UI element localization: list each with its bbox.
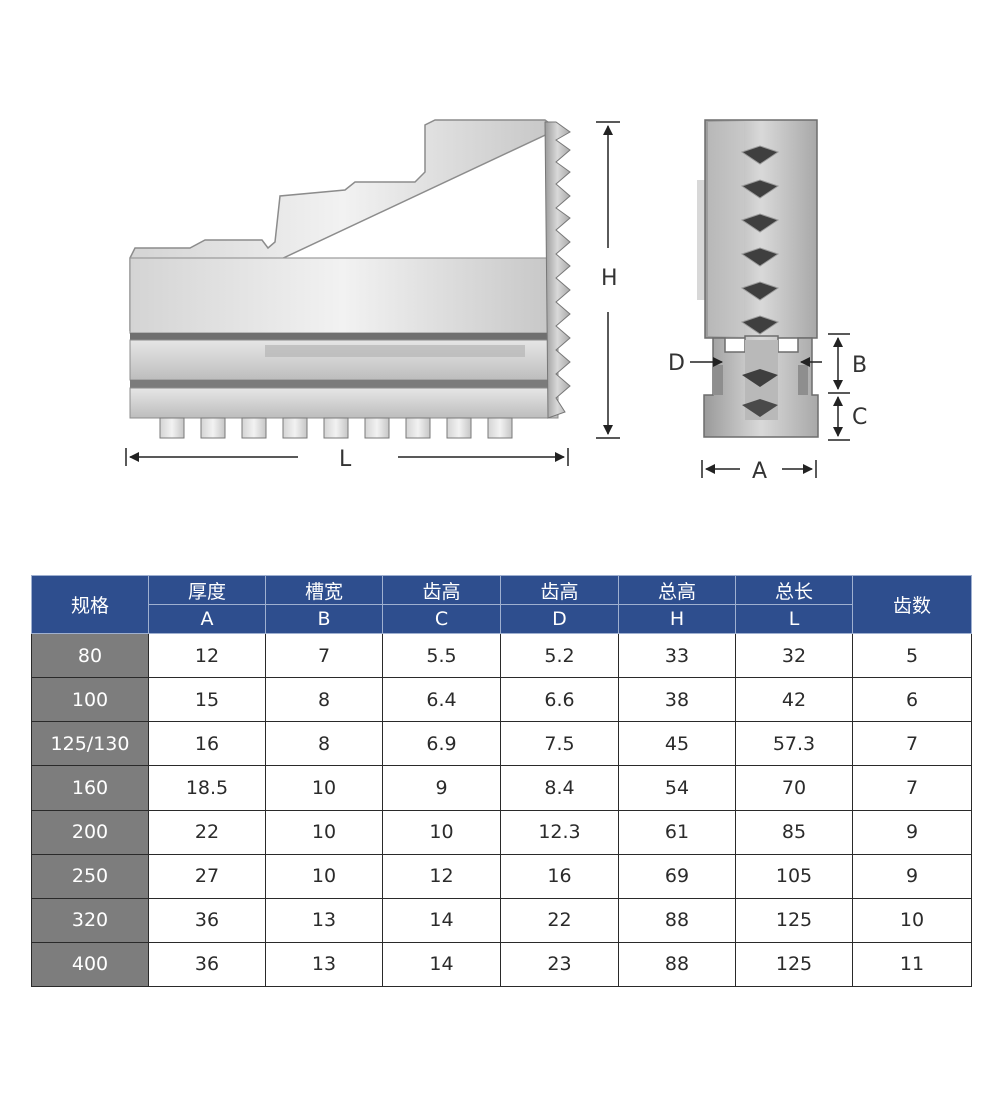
header-tooth-height-d: 齿高: [500, 575, 619, 605]
cell-tooth-height-c: 9: [382, 765, 501, 811]
label-d: D: [668, 351, 685, 376]
label-h: H: [601, 266, 618, 291]
header-code-b: B: [265, 604, 383, 634]
header-code-a: A: [148, 604, 266, 634]
cell-tooth-height-d: 7.5: [500, 721, 619, 767]
cell-tooth-count: 11: [852, 941, 972, 988]
cell-total-height-h: 69: [618, 853, 736, 899]
cell-tooth-count: 10: [852, 897, 972, 943]
cell-thickness-a: 18.5: [148, 765, 266, 811]
cell-total-length-l: 57.3: [735, 721, 853, 767]
cell-total-length-l: 42: [735, 677, 853, 723]
cell-spec: 400: [31, 941, 149, 988]
cell-slot-width-b: 7: [265, 632, 383, 679]
jaw-end-view: [697, 119, 819, 438]
header-total-length: 总长: [735, 575, 853, 605]
cell-total-height-h: 38: [618, 677, 736, 723]
cell-slot-width-b: 10: [265, 809, 383, 855]
cell-tooth-height-d: 23: [500, 941, 619, 988]
cell-total-height-h: 45: [618, 721, 736, 767]
cell-slot-width-b: 13: [265, 941, 383, 988]
cell-spec: 160: [31, 765, 149, 811]
cell-slot-width-b: 10: [265, 765, 383, 811]
cell-thickness-a: 12: [148, 632, 266, 679]
cell-total-height-h: 61: [618, 809, 736, 855]
label-b: B: [852, 353, 867, 378]
cell-tooth-count: 6: [852, 677, 972, 723]
cell-thickness-a: 22: [148, 809, 266, 855]
cell-thickness-a: 15: [148, 677, 266, 723]
cell-tooth-count: 9: [852, 853, 972, 899]
header-thickness: 厚度: [148, 575, 266, 605]
cell-spec: 125/130: [31, 721, 149, 767]
cell-tooth-height-d: 6.6: [500, 677, 619, 723]
cell-total-length-l: 85: [735, 809, 853, 855]
header-tooth-height-c: 齿高: [382, 575, 501, 605]
cell-slot-width-b: 13: [265, 897, 383, 943]
cell-tooth-height-d: 22: [500, 897, 619, 943]
cell-total-height-h: 33: [618, 632, 736, 679]
cell-tooth-height-c: 12: [382, 853, 501, 899]
cell-tooth-height-c: 10: [382, 809, 501, 855]
header-slot-width: 槽宽: [265, 575, 383, 605]
header-spec: 规格: [31, 575, 149, 634]
cell-total-length-l: 32: [735, 632, 853, 679]
jaw-side-view: [129, 119, 571, 439]
header-code-c: C: [382, 604, 501, 634]
cell-tooth-height-d: 5.2: [500, 632, 619, 679]
cell-tooth-height-d: 8.4: [500, 765, 619, 811]
cell-thickness-a: 36: [148, 941, 266, 988]
cell-tooth-height-d: 16: [500, 853, 619, 899]
header-total-height: 总高: [618, 575, 736, 605]
cell-tooth-height-c: 14: [382, 897, 501, 943]
header-tooth-count: 齿数: [852, 575, 972, 634]
cell-thickness-a: 16: [148, 721, 266, 767]
cell-total-length-l: 125: [735, 941, 853, 988]
cell-slot-width-b: 8: [265, 677, 383, 723]
chuck-jaw-diagram: H L D B C A: [125, 119, 867, 484]
cell-slot-width-b: 8: [265, 721, 383, 767]
cell-tooth-count: 5: [852, 632, 972, 679]
cell-tooth-height-d: 12.3: [500, 809, 619, 855]
header-code-d: D: [500, 604, 619, 634]
cell-tooth-height-c: 14: [382, 941, 501, 988]
cell-spec: 200: [31, 809, 149, 855]
dimension-labels: H L D B C A: [339, 266, 867, 484]
cell-total-length-l: 125: [735, 897, 853, 943]
cell-total-length-l: 105: [735, 853, 853, 899]
cell-spec: 250: [31, 853, 149, 899]
cell-slot-width-b: 10: [265, 853, 383, 899]
cell-spec: 320: [31, 897, 149, 943]
cell-tooth-count: 7: [852, 765, 972, 811]
cell-total-height-h: 88: [618, 941, 736, 988]
cell-thickness-a: 27: [148, 853, 266, 899]
cell-tooth-height-c: 6.9: [382, 721, 501, 767]
cell-total-height-h: 88: [618, 897, 736, 943]
label-c: C: [852, 405, 867, 430]
cell-spec: 100: [31, 677, 149, 723]
header-code-l: L: [735, 604, 853, 634]
cell-spec: 80: [31, 632, 149, 679]
cell-tooth-count: 7: [852, 721, 972, 767]
cell-total-height-h: 54: [618, 765, 736, 811]
cell-tooth-height-c: 5.5: [382, 632, 501, 679]
cell-tooth-count: 9: [852, 809, 972, 855]
cell-total-length-l: 70: [735, 765, 853, 811]
dimension-lines: [125, 121, 850, 478]
label-l: L: [339, 447, 352, 472]
label-a: A: [752, 459, 767, 484]
header-code-h: H: [618, 604, 736, 634]
cell-thickness-a: 36: [148, 897, 266, 943]
cell-tooth-height-c: 6.4: [382, 677, 501, 723]
